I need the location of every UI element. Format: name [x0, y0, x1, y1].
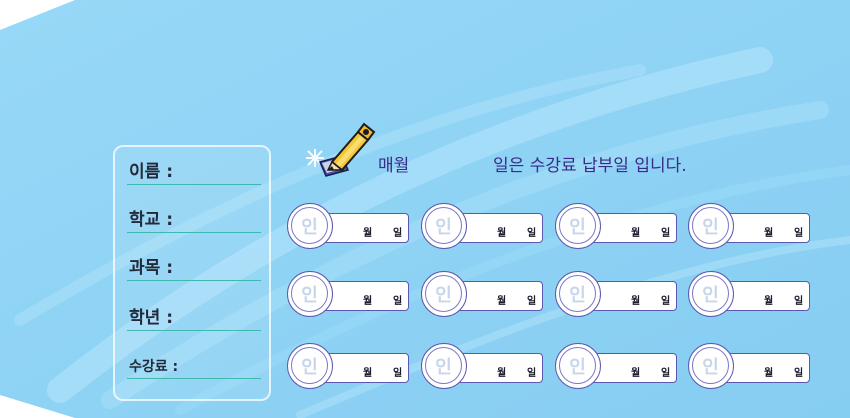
day-label: 일: [794, 296, 804, 307]
seal-char: 인: [425, 347, 462, 384]
day-label: 일: [527, 296, 537, 307]
seal-char: 인: [291, 275, 328, 312]
seal-circle[interactable]: 인: [555, 343, 601, 389]
seal-char: 인: [425, 275, 462, 312]
subject-field[interactable]: 과목 :: [127, 253, 261, 281]
day-label: 일: [527, 228, 537, 239]
month-label: 월: [631, 228, 641, 239]
seal-circle[interactable]: 인: [555, 271, 601, 317]
day-label: 일: [393, 296, 403, 307]
seal-char: 인: [291, 207, 328, 244]
seal-char: 인: [559, 275, 596, 312]
month-label: 월: [631, 296, 641, 307]
seal-circle[interactable]: 인: [421, 271, 467, 317]
day-label: 일: [794, 228, 804, 239]
grade-field[interactable]: 학년 :: [127, 303, 261, 331]
month-label: 월: [764, 368, 774, 379]
tuition-field[interactable]: 수강료 :: [127, 351, 261, 379]
month-label: 월: [497, 296, 507, 307]
month-label: 월: [363, 296, 373, 307]
seal-char: 인: [559, 347, 596, 384]
day-label: 일: [527, 368, 537, 379]
month-label: 월: [764, 228, 774, 239]
seal-circle[interactable]: 인: [287, 271, 333, 317]
day-label: 일: [393, 228, 403, 239]
pencil-icon: [306, 122, 376, 177]
seal-char: 인: [692, 275, 729, 312]
seal-char: 인: [692, 347, 729, 384]
name-label: 이름 :: [129, 162, 173, 182]
seal-char: 인: [692, 207, 729, 244]
month-label: 월: [497, 228, 507, 239]
day-label: 일: [393, 368, 403, 379]
seal-circle[interactable]: 인: [287, 203, 333, 249]
month-label: 월: [764, 296, 774, 307]
month-label: 월: [631, 368, 641, 379]
name-field[interactable]: 이름 :: [127, 157, 261, 185]
seal-circle[interactable]: 인: [421, 203, 467, 249]
seal-circle[interactable]: 인: [555, 203, 601, 249]
grade-label: 학년 :: [129, 308, 173, 328]
day-label: 일: [661, 296, 671, 307]
seal-circle[interactable]: 인: [688, 203, 734, 249]
heading-monthly: 매월: [378, 156, 410, 176]
seal-circle[interactable]: 인: [287, 343, 333, 389]
seal-circle[interactable]: 인: [421, 343, 467, 389]
school-label: 학교 :: [129, 210, 173, 230]
student-info-panel: 이름 : 학교 : 과목 : 학년 : 수강료 :: [113, 145, 271, 401]
subject-label: 과목 :: [129, 258, 173, 278]
seal-circle[interactable]: 인: [688, 271, 734, 317]
month-label: 월: [363, 228, 373, 239]
seal-circle[interactable]: 인: [688, 343, 734, 389]
day-label: 일: [794, 368, 804, 379]
school-field[interactable]: 학교 :: [127, 205, 261, 233]
heading-due-text: 일은 수강료 납부일 입니다.: [493, 156, 687, 176]
month-label: 월: [363, 368, 373, 379]
day-label: 일: [661, 228, 671, 239]
seal-char: 인: [559, 207, 596, 244]
seal-char: 인: [425, 207, 462, 244]
tuition-label: 수강료 :: [129, 359, 179, 375]
seal-char: 인: [291, 347, 328, 384]
day-label: 일: [661, 368, 671, 379]
month-label: 월: [497, 368, 507, 379]
